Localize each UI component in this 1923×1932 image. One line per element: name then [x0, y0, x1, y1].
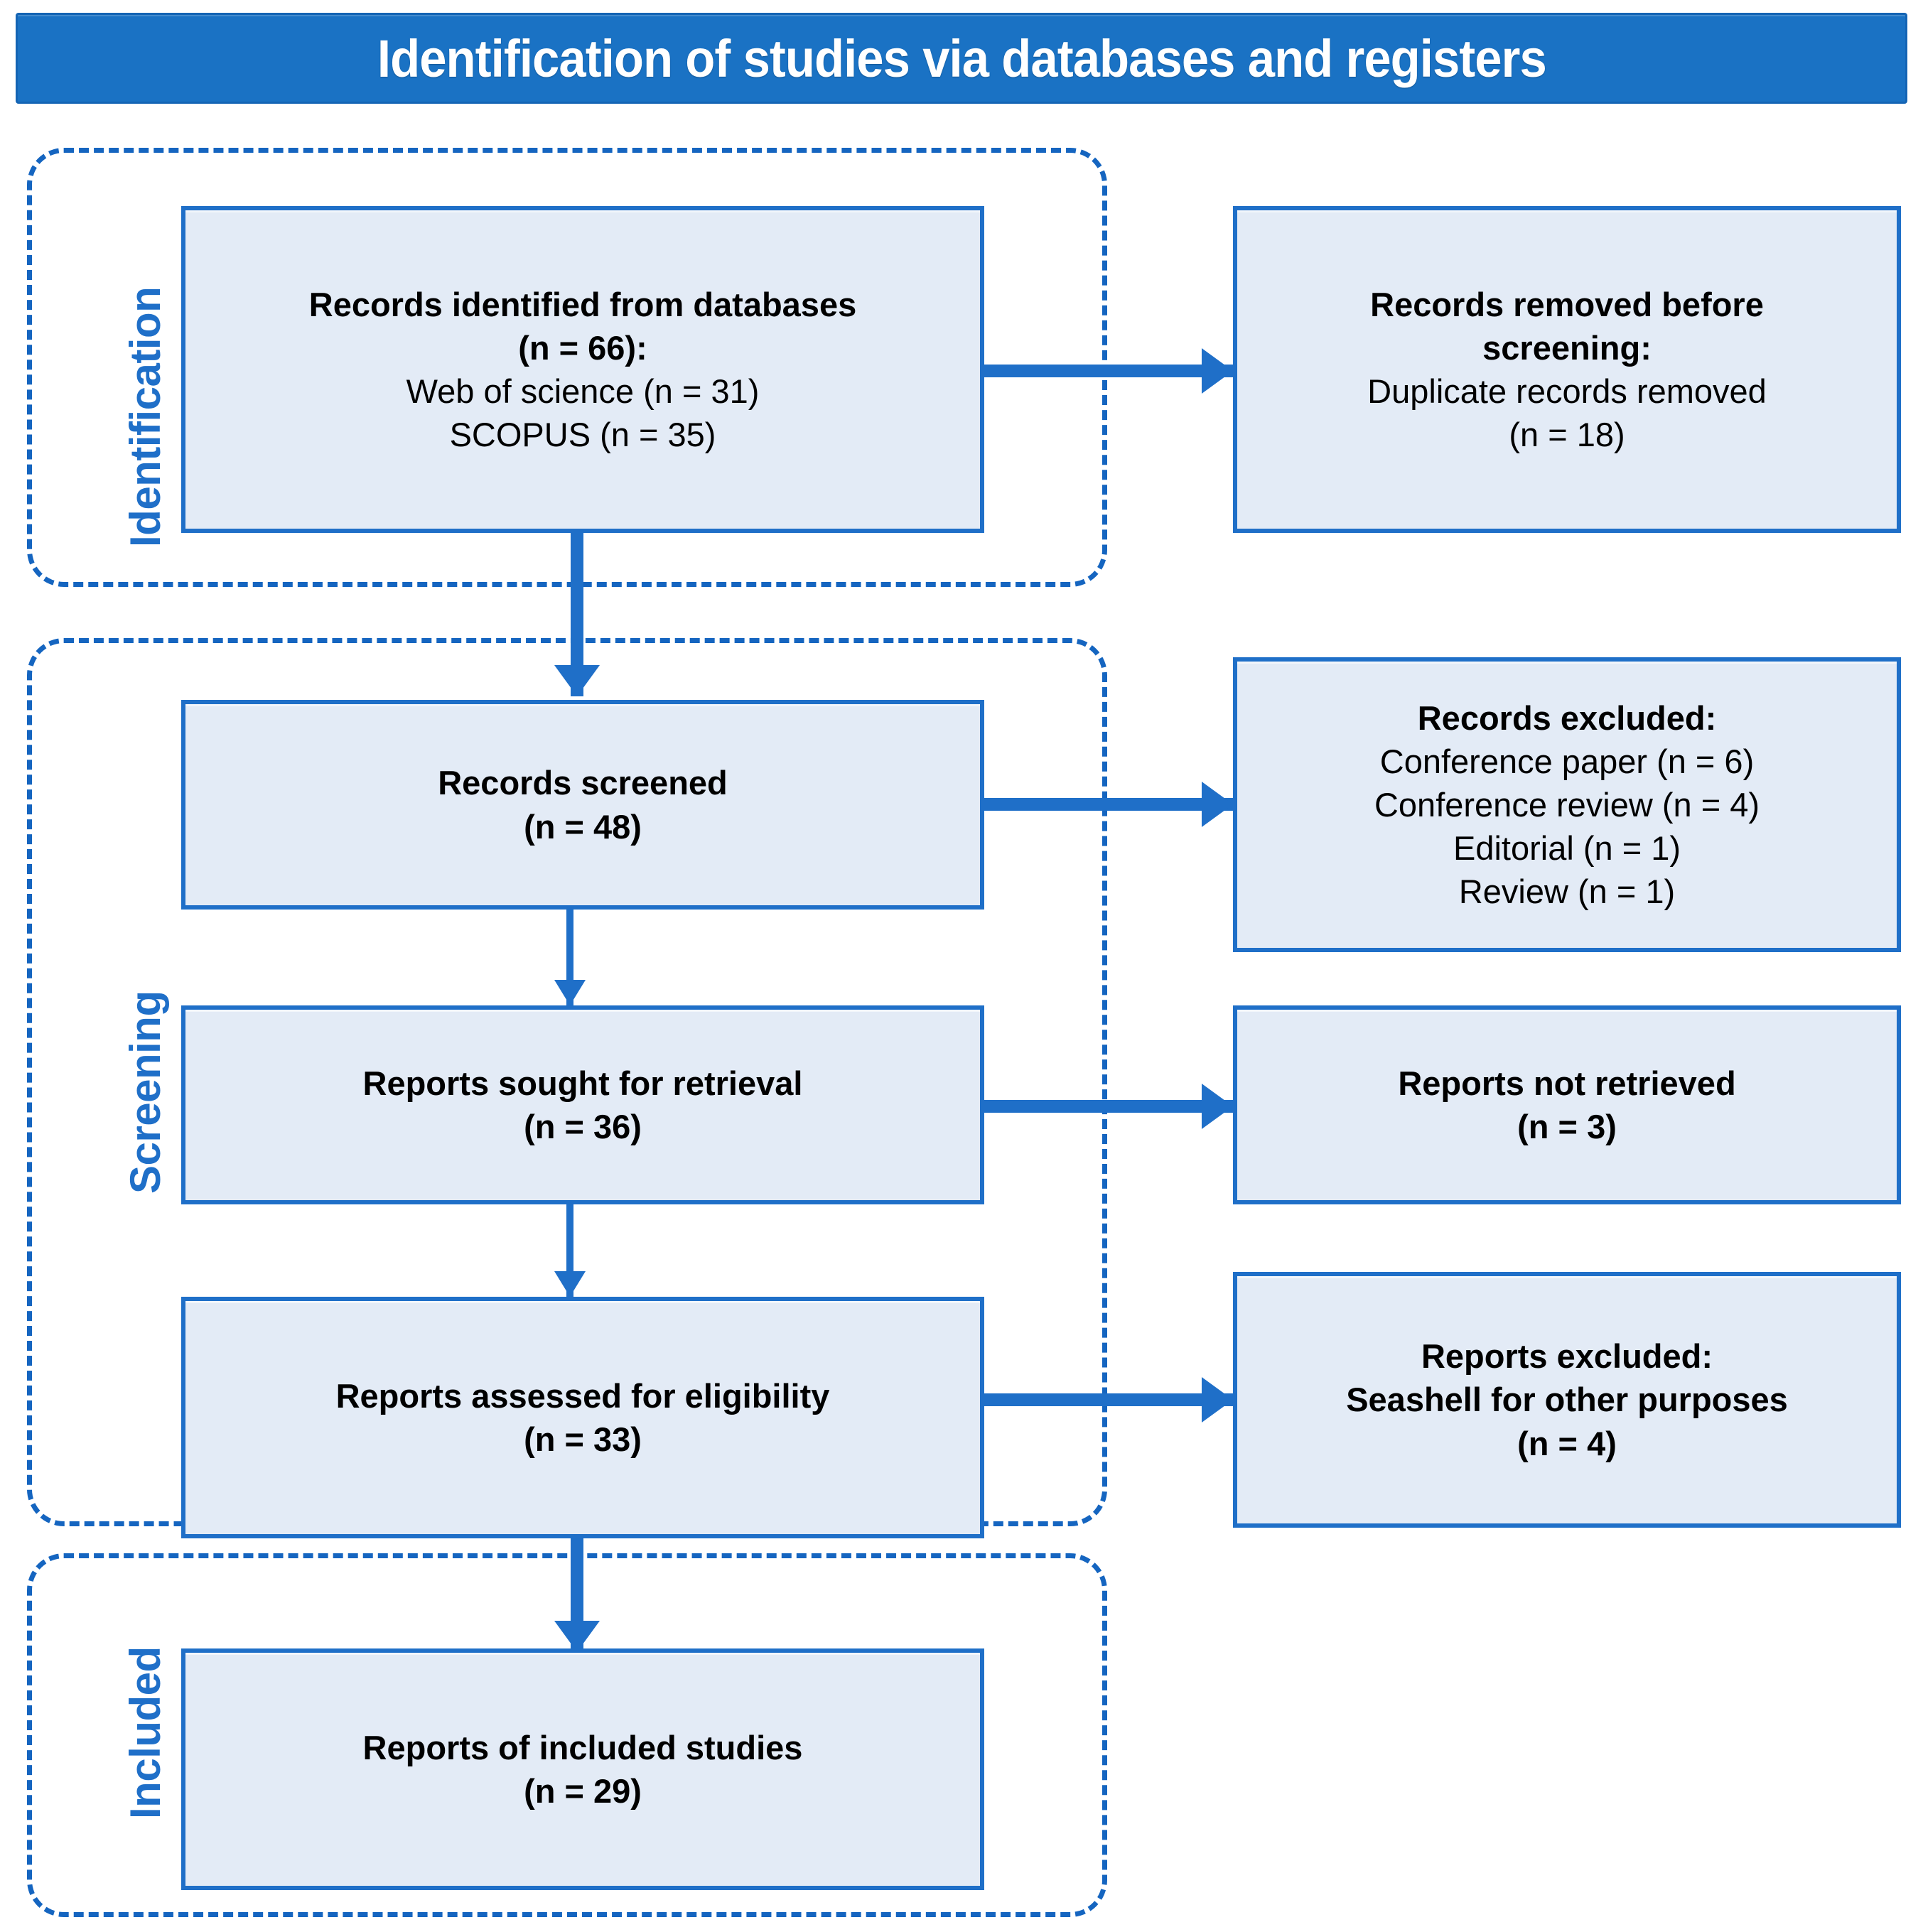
- box-line: Duplicate records removed: [1367, 372, 1767, 410]
- arrow-assessed-to-included: [554, 1538, 600, 1652]
- arrow-head: [1202, 782, 1233, 827]
- box-line: (n = 48): [524, 807, 642, 846]
- arrow-shaft: [566, 1204, 573, 1297]
- phase-container-included: [27, 1553, 1107, 1917]
- box-line: Records screened: [438, 764, 728, 802]
- box-line: Reports sought for retrieval: [362, 1064, 803, 1102]
- box-records-excluded[interactable]: Records excluded: Conference paper (n = …: [1233, 657, 1901, 952]
- box-records-screened[interactable]: Records screened (n = 48): [181, 700, 984, 910]
- arrow-screened-to-excluded: [984, 782, 1233, 827]
- arrow-head: [1202, 348, 1233, 394]
- phase-label-included: Included: [122, 1646, 169, 1819]
- arrow-head: [554, 665, 600, 696]
- arrow-sought-to-not-retrieved: [984, 1084, 1233, 1129]
- arrow-shaft: [571, 533, 583, 696]
- arrow-shaft: [566, 910, 573, 1005]
- box-line: Reports excluded:: [1421, 1337, 1713, 1376]
- box-line: Conference review (n = 4): [1374, 785, 1760, 824]
- box-reports-assessed[interactable]: Reports assessed for eligibility (n = 33…: [181, 1297, 984, 1538]
- box-line: Reports of included studies: [362, 1728, 803, 1766]
- box-line: Review (n = 1): [1458, 873, 1676, 911]
- arrow-head: [1202, 1084, 1233, 1129]
- arrow-screened-to-sought: [554, 910, 586, 1005]
- box-records-removed[interactable]: Records removed before screening: Duplic…: [1233, 206, 1901, 533]
- arrow-shaft: [984, 1393, 1233, 1406]
- arrow-shaft: [984, 798, 1233, 811]
- arrow-shaft: [984, 1100, 1233, 1113]
- box-line: SCOPUS (n = 35): [449, 416, 716, 454]
- box-line: (n = 4): [1517, 1424, 1617, 1462]
- box-reports-excluded[interactable]: Reports excluded: Seashell for other pur…: [1233, 1272, 1901, 1528]
- box-records-identified[interactable]: Records identified from databases (n = 6…: [181, 206, 984, 533]
- arrow-head: [554, 1621, 600, 1652]
- phase-label-screening: Screening: [122, 991, 169, 1194]
- box-line: Reports assessed for eligibility: [335, 1376, 830, 1415]
- page-title: Identification of studies via databases …: [377, 28, 1547, 88]
- box-line: Conference paper (n = 6): [1379, 742, 1755, 780]
- box-line: Editorial (n = 1): [1453, 829, 1681, 868]
- box-line: Records removed before: [1370, 285, 1764, 323]
- box-line: (n = 29): [524, 1772, 642, 1810]
- box-line: (n = 36): [524, 1108, 642, 1145]
- box-reports-sought[interactable]: Reports sought for retrieval (n = 36): [181, 1005, 984, 1204]
- box-line: (n = 18): [1509, 416, 1625, 454]
- box-line: Records identified from databases: [308, 285, 857, 323]
- arrow-assessed-to-excluded: [984, 1377, 1233, 1423]
- box-line: Reports not retrieved: [1398, 1064, 1736, 1102]
- arrow-head: [554, 1271, 586, 1297]
- box-reports-included[interactable]: Reports of included studies (n = 29): [181, 1648, 984, 1890]
- arrow-head: [1202, 1377, 1233, 1423]
- box-line: Seashell for other purposes: [1346, 1381, 1788, 1419]
- box-line: (n = 3): [1517, 1108, 1617, 1145]
- box-line: (n = 66):: [518, 328, 647, 367]
- box-line: Records excluded:: [1417, 698, 1717, 737]
- arrow-identified-to-removed: [984, 348, 1233, 394]
- box-line: screening:: [1482, 328, 1652, 367]
- arrow-shaft: [984, 365, 1233, 377]
- arrow-sought-to-assessed: [554, 1204, 586, 1297]
- phase-label-identification: Identification: [122, 286, 169, 547]
- arrow-identified-to-screened: [554, 533, 600, 696]
- box-line: (n = 33): [524, 1420, 642, 1458]
- diagram-header-banner: Identification of studies via databases …: [16, 13, 1907, 104]
- arrow-head: [554, 980, 586, 1005]
- box-reports-not-retrieved[interactable]: Reports not retrieved (n = 3): [1233, 1005, 1901, 1204]
- box-line: Web of science (n = 31): [406, 372, 760, 410]
